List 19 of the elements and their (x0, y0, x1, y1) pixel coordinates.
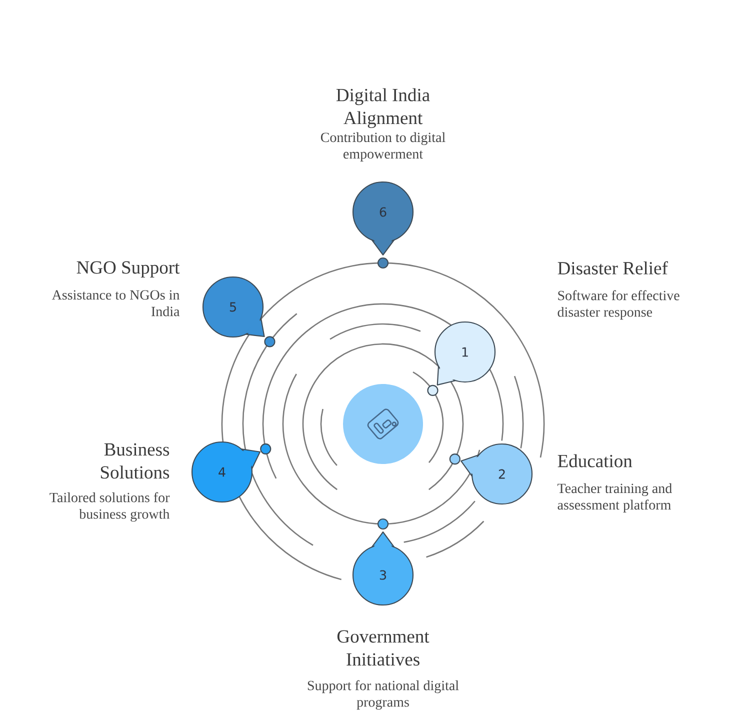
center-circle (343, 384, 423, 464)
speech-bubble: 3 (352, 531, 414, 606)
speech-bubble: 5 (202, 276, 265, 338)
heading: Business Solutions (100, 443, 170, 479)
speech-bubble: 1 (434, 321, 496, 386)
speech-bubble: 2 (460, 443, 533, 505)
description: Support for national digital programs (308, 680, 459, 710)
speech-bubble: 4 (191, 441, 261, 503)
heading: Digital India Alignment (336, 88, 430, 128)
heading: Government Initiatives (337, 630, 430, 666)
description: Contribution to digital empowerment (320, 132, 446, 162)
description: Software for effective disaster response (558, 290, 680, 320)
speech-bubble: 6 (352, 181, 414, 256)
heading: Disaster Relief (558, 261, 668, 274)
heading: Education (558, 454, 632, 468)
description: Assistance to NGOs in India (52, 290, 180, 316)
description: Teacher training and assessment platform (558, 483, 672, 512)
heading: NGO Support (76, 261, 180, 278)
description: Tailored solutions for business growth (50, 492, 170, 522)
